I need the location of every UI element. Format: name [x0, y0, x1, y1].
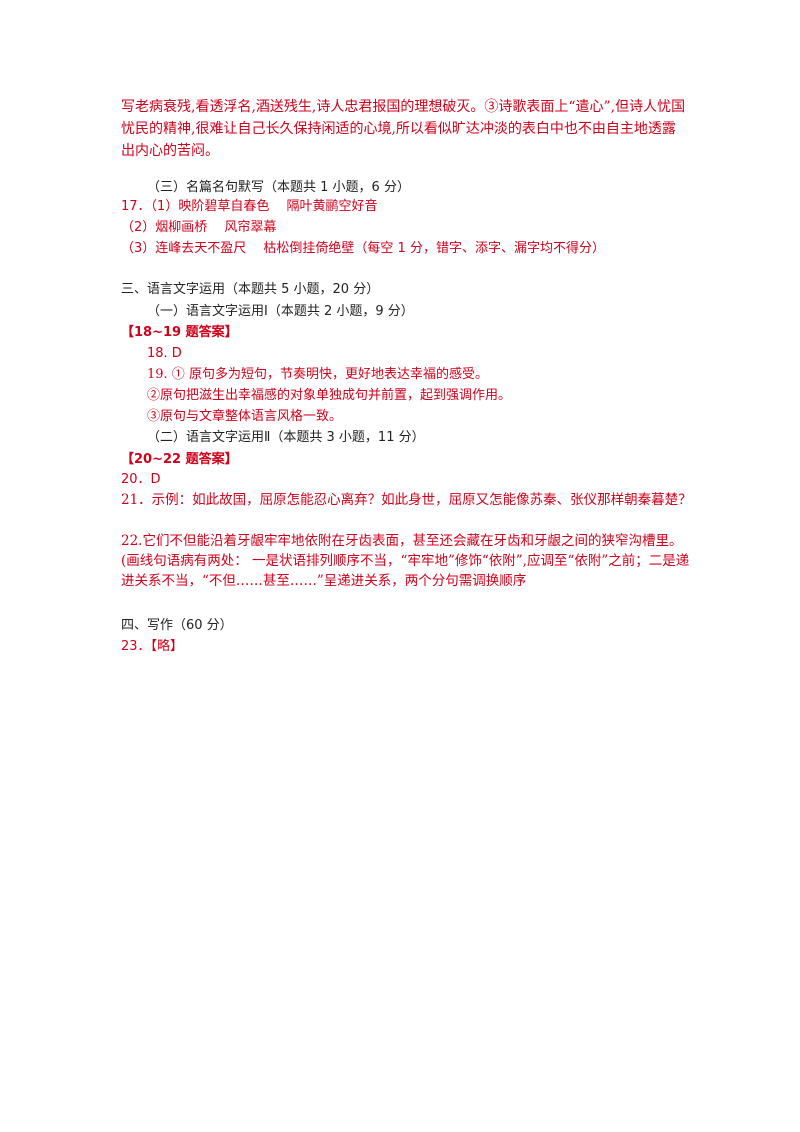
answers-18-19-label: 【18~19 题答案】: [121, 325, 238, 340]
q19-point3: ③原句与文章整体语言风格一致。: [147, 409, 343, 424]
q22-answer: 22.它们不但能沿着牙龈牢牢地依附在牙齿表面，甚至还会藏在牙齿和牙龈之间的狭窄沟…: [121, 533, 690, 589]
intro-paragraph: 写老病衰残,看透浮名,酒送残生,诗人忠君报国的理想破灭。③诗歌表面上“遣心”,但…: [121, 99, 686, 159]
q19-point1: 19. ① 原句多为短句，节奏明快，更好地表达幸福的感受。: [147, 367, 488, 382]
q18-answer: 18. D: [147, 346, 182, 361]
q20-answer: 20．D: [121, 472, 161, 487]
q17-line2: （2）烟柳画桥 风帘翠幕: [121, 220, 277, 235]
q21-answer: 21．示例：如此故国，屈原怎能忍心离弃？如此身世，屈原又怎能像苏秦、张仪那样朝秦…: [121, 492, 692, 508]
q17-line1: 17．（1）映阶碧草自春色 隔叶黄鹂空好音: [121, 199, 378, 214]
part3-sub2-heading: （二）语言文字运用Ⅱ（本题共 3 小题，11 分）: [147, 430, 425, 445]
q19-point2: ②原句把滋生出幸福感的对象单独成句并前置，起到强调作用。: [147, 388, 512, 403]
part3-sub1-heading: （一）语言文字运用Ⅰ（本题共 2 小题，9 分）: [147, 304, 414, 319]
q23-answer: 23．【略】: [121, 639, 184, 654]
q17-line3: （3）连峰去天不盈尺 枯松倒挂倚绝壁（每空 1 分，错字、添字、漏字均不得分）: [121, 241, 605, 256]
part4-heading: 四、写作（60 分）: [121, 618, 233, 633]
section3-sub-heading: （三）名篇名句默写（本题共 1 小题，6 分）: [147, 180, 410, 195]
part3-heading: 三、语言文字运用（本题共 5 小题，20 分）: [121, 282, 380, 297]
answers-20-22-label: 【20~22 题答案】: [121, 452, 238, 467]
